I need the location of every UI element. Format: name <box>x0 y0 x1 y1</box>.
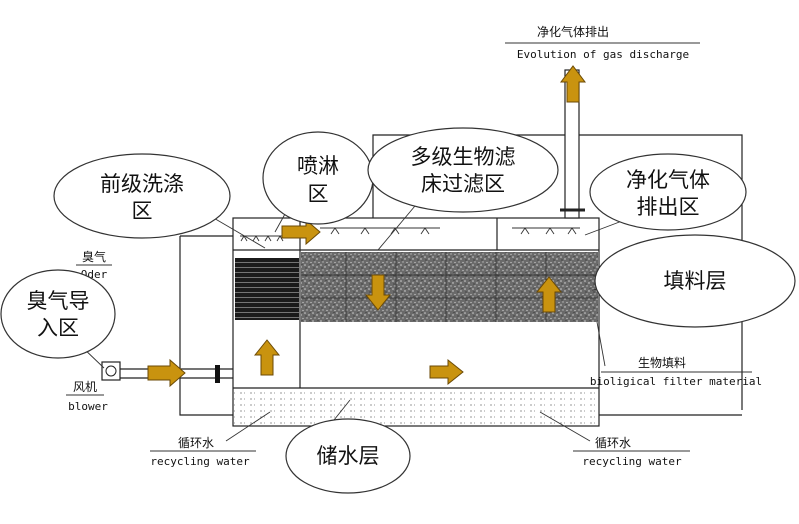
bubble-multistage-line1: 多级生物滤 <box>411 145 516 169</box>
flow-arrows <box>147 65 586 388</box>
bubble-filler: 填料层 <box>591 234 796 328</box>
bubble-odor-inlet-line1: 臭气导 <box>27 289 90 313</box>
bubble-spray-line2: 区 <box>308 182 329 206</box>
small-labels: 净化气体排出 Evolution of gas discharge 臭气 Ode… <box>66 24 762 468</box>
bubble-water-storage-line1: 储水层 <box>317 444 380 468</box>
exhaust-arrow <box>560 65 586 103</box>
filter-material-cn: 生物填料 <box>638 356 686 370</box>
bubble-pre-wash: 前级洗涤 区 <box>53 153 266 249</box>
water-storage-layer <box>234 389 598 425</box>
bubble-clean-gas-line1: 净化气体 <box>626 168 710 192</box>
bubble-spray: 喷淋 区 <box>262 131 374 233</box>
tank <box>232 217 600 427</box>
recycling-right-cn: 循环水 <box>595 436 631 450</box>
gas-discharge-en: Evolution of gas discharge <box>517 48 689 61</box>
filter-material-en: bioligical filter material <box>590 375 762 388</box>
bubble-spray-line1: 喷淋 <box>297 154 339 178</box>
bubble-multistage-line2: 床过滤区 <box>421 172 505 196</box>
blower-cn: 风机 <box>73 380 97 394</box>
up-arrow-right <box>535 276 563 313</box>
tank-outline <box>232 217 600 427</box>
bubble-pre-wash-line1: 前级洗涤 <box>100 172 184 196</box>
bubble-odor-inlet-line2: 入区 <box>37 316 79 340</box>
recycling-left-en: recycling water <box>150 455 250 468</box>
bubble-pre-wash-line2: 区 <box>132 199 153 223</box>
down-arrow <box>364 274 392 311</box>
blower-en: blower <box>68 400 108 413</box>
up-arrow-left <box>253 339 281 376</box>
spray-nozzles <box>240 227 580 242</box>
recycling-right-en: recycling water <box>582 455 682 468</box>
bubble-clean-gas: 净化气体 排出区 <box>584 153 747 236</box>
gas-discharge-cn: 净化气体排出 <box>537 24 609 39</box>
inlet-arrow <box>147 358 186 388</box>
bubble-multistage: 多级生物滤 床过滤区 <box>367 127 559 251</box>
valve-icon <box>215 365 220 383</box>
bubble-filler-line1: 填料层 <box>664 269 727 293</box>
spray-arrow <box>281 218 321 246</box>
blower <box>101 361 220 383</box>
odor-cn: 臭气 <box>82 249 106 264</box>
bubble-clean-gas-line2: 排出区 <box>637 195 700 219</box>
pre-wash-packing <box>235 258 299 320</box>
bubble-odor-inlet: 臭气导 入区 <box>0 269 116 369</box>
bubble-water-storage: 储水层 <box>285 399 411 494</box>
recycling-left-cn: 循环水 <box>178 436 214 450</box>
blower-icon <box>101 361 121 381</box>
bottom-flow-arrow <box>429 358 464 386</box>
